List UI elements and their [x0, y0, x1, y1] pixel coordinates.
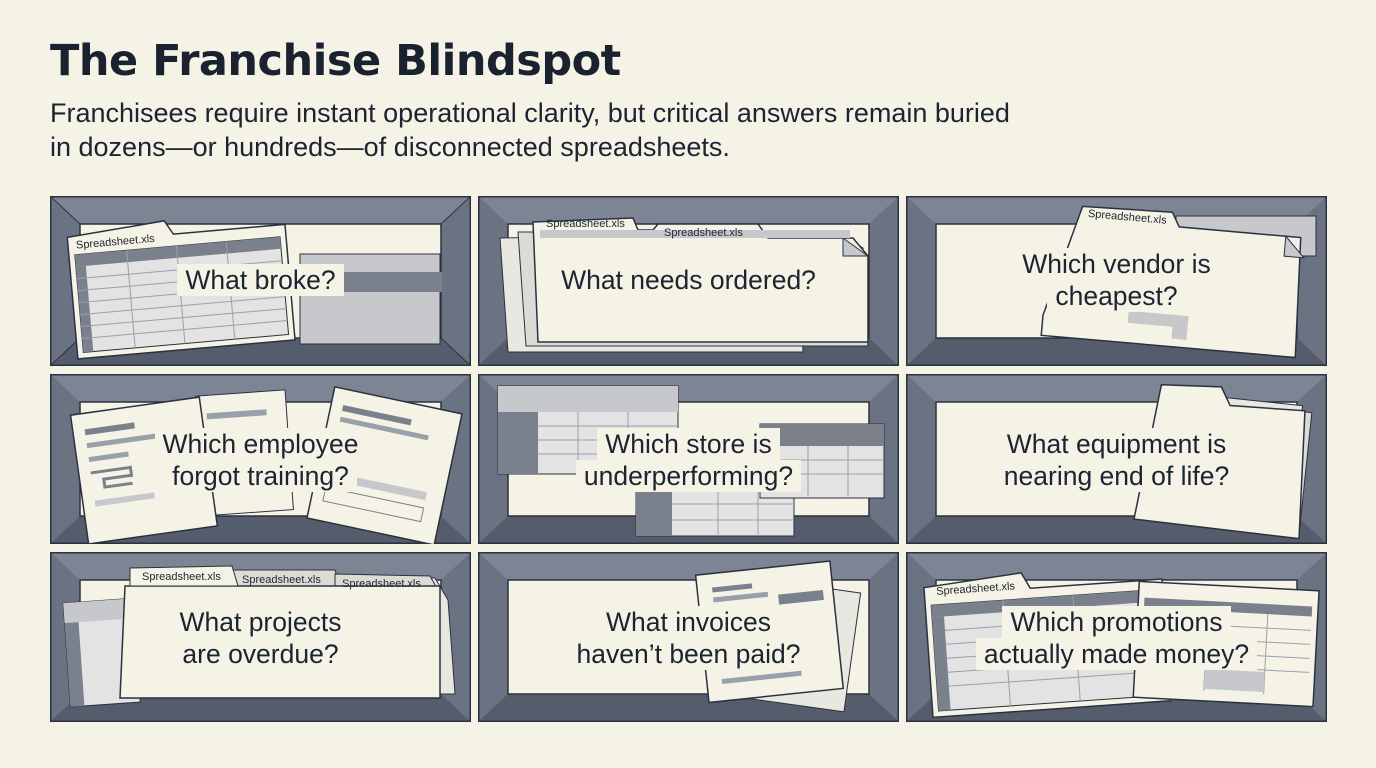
- file-tab-label: Spreadsheet.xls: [936, 580, 1016, 598]
- panel-employee-training: Which employee forgot training?: [50, 374, 471, 544]
- spreadsheet-file-icon: Spreadsheet.xls: [1040, 205, 1317, 359]
- folder-stack-icon: Spreadsheet.xls Spreadsheet.xls Spreadsh…: [62, 565, 456, 708]
- spreadsheet-file-icon: Spreadsheet.xls: [923, 572, 1320, 719]
- page-subtitle: Franchisees require instant operational …: [50, 98, 1010, 162]
- panel-projects-overdue: Spreadsheet.xls Spreadsheet.xls Spreadsh…: [50, 552, 471, 722]
- panel-which-vendor-cheapest: Spreadsheet.xls Which vendor is cheapest…: [906, 196, 1327, 366]
- page-title: The Franchise Blindspot: [50, 36, 621, 86]
- file-tab-label: Spreadsheet.xls: [342, 578, 421, 590]
- panel-promotions-money: Spreadsheet.xls Which promotions actuall…: [906, 552, 1327, 722]
- file-tab-label: Spreadsheet.xls: [664, 227, 743, 239]
- spreadsheet-file-icon: Spreadsheet.xls: [66, 220, 442, 360]
- folder-stack-icon: Spreadsheet.xls Spreadsheet.xls: [499, 217, 870, 353]
- invoice-pile-icon: [694, 560, 862, 713]
- file-tab-label: Spreadsheet.xls: [242, 574, 321, 586]
- panel-what-needs-ordered: Spreadsheet.xls Spreadsheet.xls What nee…: [478, 196, 899, 366]
- panel-equipment-end-of-life: What equipment is nearing end of life?: [906, 374, 1327, 544]
- panel-store-underperforming: Which store is underperforming?: [478, 374, 899, 544]
- document-pile-icon: [69, 385, 463, 544]
- panel-what-broke: Spreadsheet.xls What broke?: [50, 196, 471, 366]
- folder-stack-icon: [1133, 383, 1313, 540]
- spreadsheet-grid-icon: [497, 385, 885, 537]
- panel-invoices-unpaid: What invoices haven’t been paid?: [478, 552, 899, 722]
- file-tab-label: Spreadsheet.xls: [142, 571, 221, 583]
- file-tab-label: Spreadsheet.xls: [546, 218, 625, 230]
